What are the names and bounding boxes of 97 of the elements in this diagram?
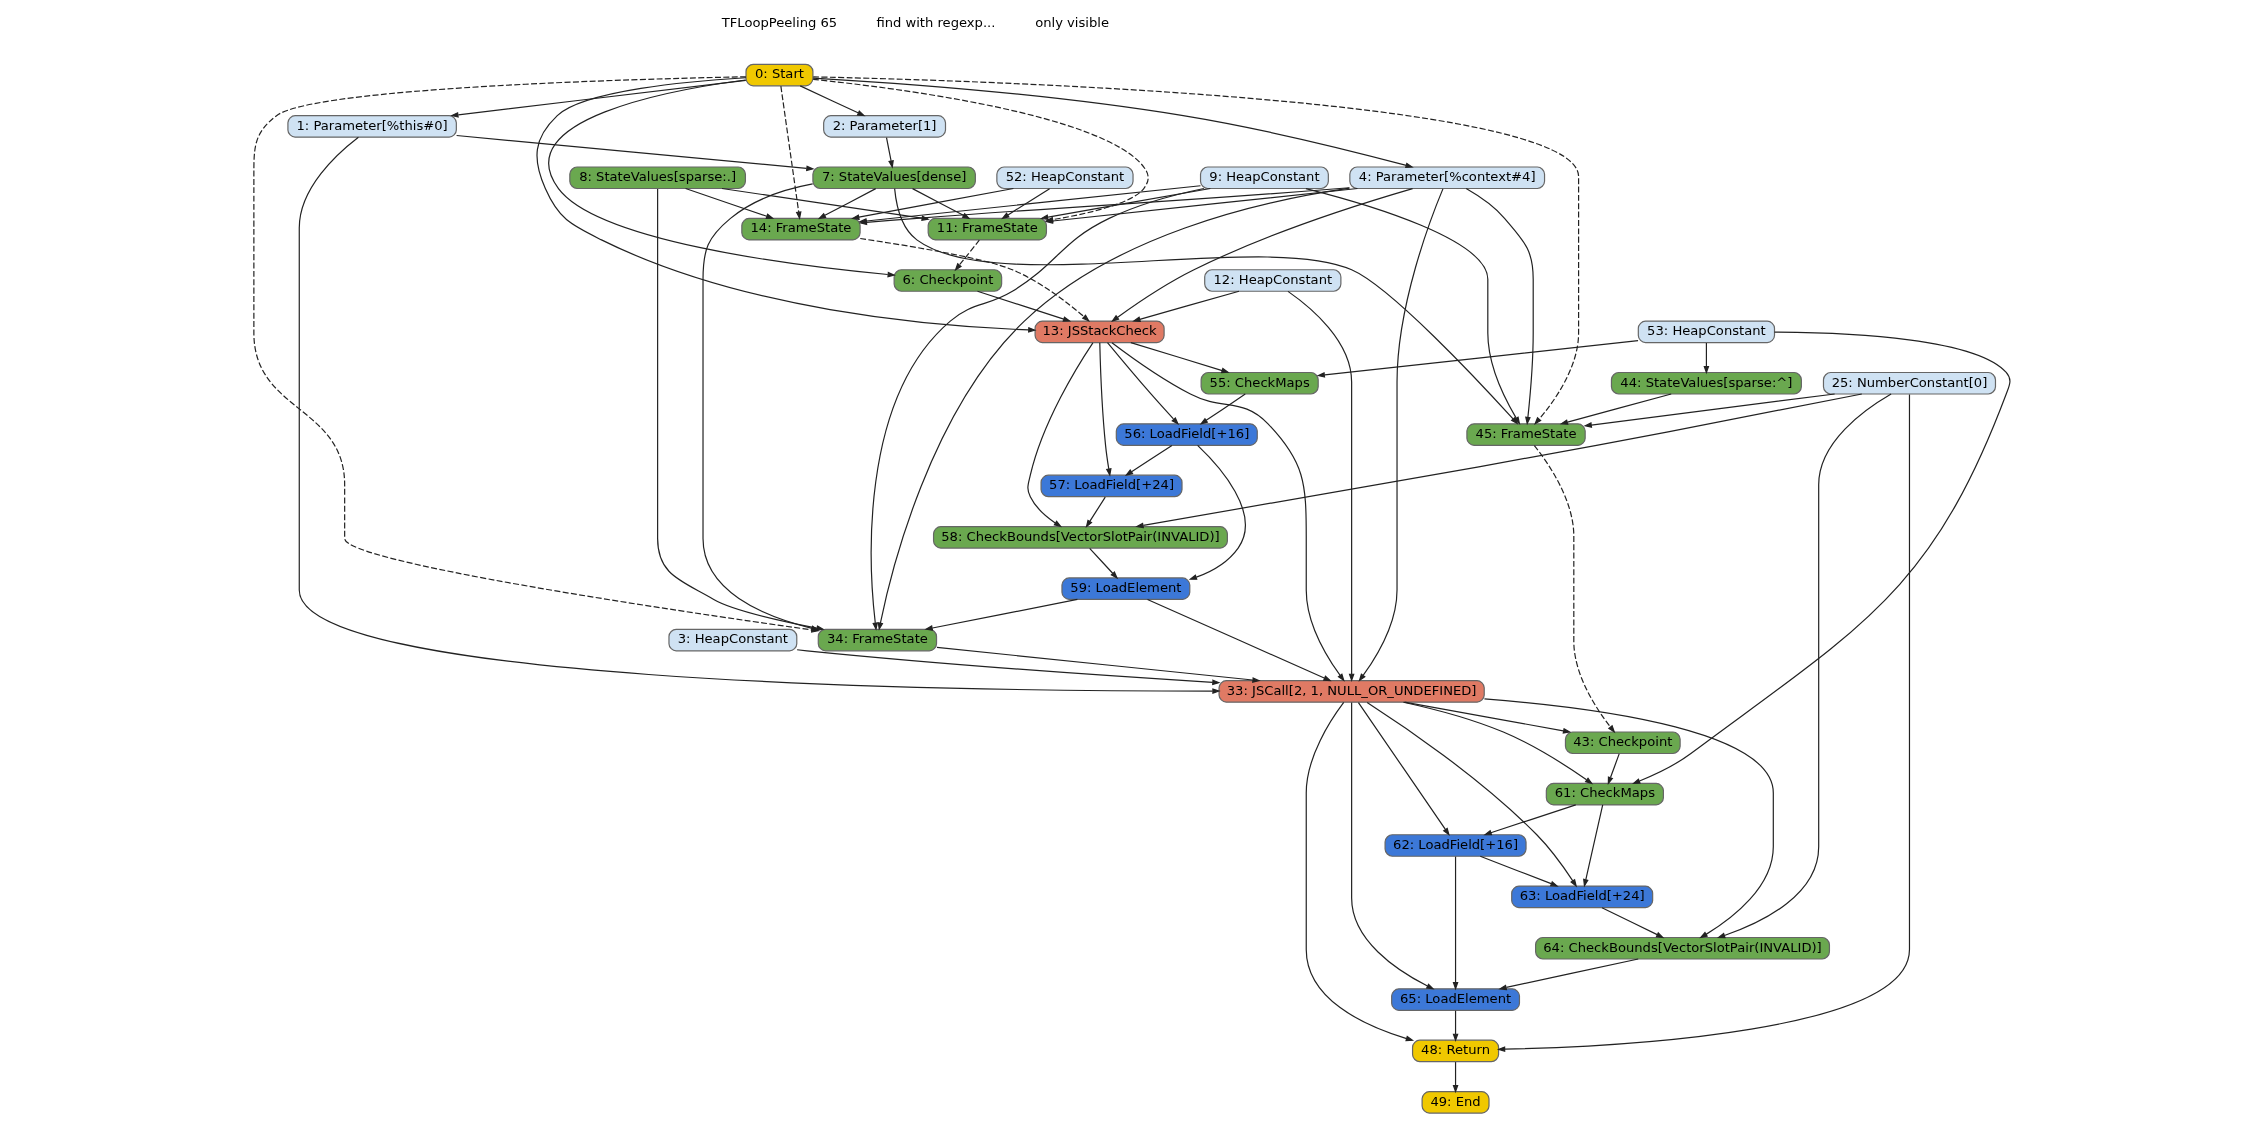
node-box: 44: StateValues[sparse:^] [1610,371,1802,395]
arrow [684,187,774,219]
arrow [1106,342,1179,426]
node-box: 1: Parameter[%this#0] [286,115,457,138]
arrow [1497,958,1639,991]
arrow [1085,496,1106,529]
arrow [1479,855,1559,887]
node-box: 64: CheckBounds[VectorSlotPair(INVALID)] [1534,936,1830,960]
arrow [953,239,980,272]
arrow [1402,701,1593,785]
node-box: 25: NumberConstant[0] [1822,371,1996,395]
arrow [1134,393,1862,529]
arrow [1631,331,2011,784]
node-box: 49: End [1421,1090,1490,1114]
arrow [935,646,1261,683]
node-box: 65: LoadElement [1390,988,1520,1011]
node-box: 55: CheckMaps [1200,371,1319,395]
node-box: 14: FrameState [740,217,861,241]
node-box: 9: HeapConstant [1199,166,1329,190]
node-box: 43: Checkpoint [1564,731,1681,755]
node-box: 8: StateValues[sparse:.] [568,166,746,190]
arrow [1000,188,1050,220]
node-box: 4: Parameter[%context#4] [1348,166,1545,190]
arrow [850,187,1014,220]
arrow [1124,444,1172,477]
arrow [1357,188,1443,682]
arrow [1366,701,1577,888]
label: find with regexp... [875,15,995,31]
arrow [1350,702,1435,990]
arrow [1131,290,1240,322]
node-box: 3: HeapConstant [667,628,797,652]
arrow [1452,1010,1458,1042]
arrow [535,77,1037,333]
arrow [1600,907,1664,939]
arrow [1559,393,1672,425]
arrow [1496,393,1910,1053]
arrow [1357,701,1450,836]
arrow [1716,393,1892,939]
arrow [1098,342,1112,477]
label: TFLoopPeeling 65 [721,15,837,31]
arrow [812,77,1414,169]
arrow [1110,342,1345,682]
label: only visible [1034,15,1109,31]
arrow [1286,290,1355,683]
arrow [1088,547,1118,580]
arrow [976,290,1071,322]
arrow [885,136,894,169]
node-box: 13: JSStackCheck [1034,320,1165,344]
node-box: 57: LoadField[+24] [1039,474,1183,498]
node-box: 2: Parameter[1] [822,115,946,138]
arrow [1129,342,1230,374]
arrow [796,649,1221,686]
node-box: 53: HeapConstant [1637,320,1775,344]
arrow [799,85,865,117]
arrow [1305,701,1414,1042]
node-box: 63: LoadField[+24] [1510,885,1653,909]
arrow [1703,342,1709,375]
node-box: 11: FrameState [927,217,1047,241]
node-box: 7: StateValues[dense] [811,166,976,190]
node-box: 56: LoadField[+16] [1115,423,1258,446]
node-box: 34: FrameState [817,628,937,652]
arrow [923,598,1078,631]
node-box: 48: Return [1411,1039,1499,1063]
arrow [548,79,896,278]
arrow [877,187,1350,631]
arrow [1146,598,1332,682]
arrow [1482,804,1576,836]
arrow [298,136,1221,694]
arrow [1452,856,1458,991]
arrow [870,187,1204,631]
arrow [1483,698,1774,939]
node-box: 61: CheckMaps [1545,782,1664,806]
arrow [1533,445,1615,734]
arrow [1026,342,1093,528]
arrow [1188,444,1246,580]
arrow [1110,188,1413,323]
arrow [720,187,930,222]
arrow [779,85,802,220]
arrow [1582,804,1603,888]
arrow [1583,393,1835,428]
arrow [817,188,876,220]
arrow [1199,393,1246,425]
node-box: 6: Checkpoint [893,269,1002,292]
node-box: 58: CheckBounds[VectorSlotPair(INVALID)] [932,525,1228,549]
node-box: 59: LoadElement [1060,577,1190,601]
node-box: 12: HeapConstant [1203,269,1341,292]
node-box: 33: JSCall[2, 1, NULL_OR_UNDEFINED] [1217,680,1485,703]
node-box: 0: Start [744,63,813,87]
arrow [1316,339,1639,378]
arrow [859,237,1090,322]
arrow [1452,1061,1458,1094]
arrow [911,188,971,220]
node-box: 62: LoadField[+16] [1384,834,1527,857]
arrow [455,134,815,172]
node-box: 52: HeapConstant [995,166,1134,190]
node-box: 45: FrameState [1465,423,1586,446]
arrow [1607,753,1620,786]
